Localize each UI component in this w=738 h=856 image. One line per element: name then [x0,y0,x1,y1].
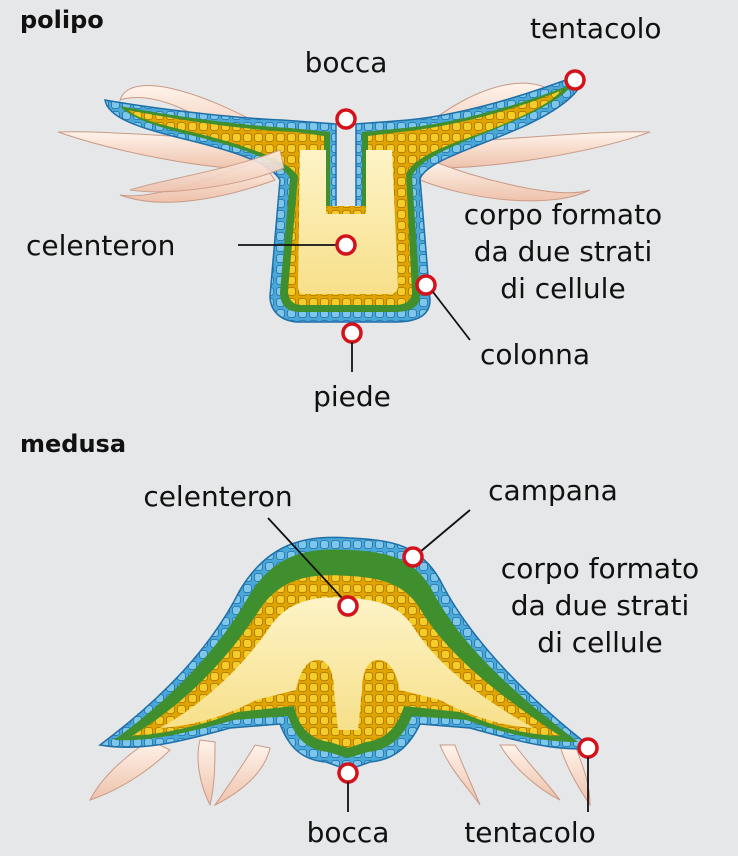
medusa-label-cavity: celenteron [143,480,292,513]
polyp-title: polipo [20,6,104,34]
medusa-tentacle-1 [90,740,170,800]
polyp-label-column: colonna [480,338,590,371]
polyp-label-mouth: bocca [305,46,388,79]
medusa-marker-cavity [339,597,357,615]
medusa-tentacle-4 [440,745,480,805]
polyp-label-body-3: di cellule [500,272,625,305]
medusa-label-body-2: da due strati [511,589,689,622]
medusa-tentacle-2 [198,740,215,805]
polyp-tentacle-back-right-3 [420,160,590,201]
medusa-label-body-1: corpo formato [501,552,699,585]
medusa-tentacle-3 [215,745,270,805]
medusa-label-mouth: bocca [307,816,390,849]
medusa-title: medusa [20,430,126,458]
medusa-label-bell: campana [488,474,618,507]
polyp-label-tentacle: tentacolo [530,12,662,45]
polyp-cavity [298,150,398,294]
polyp-label-body-2: da due strati [474,235,652,268]
medusa-label-body-3: di cellule [537,626,662,659]
polyp-label-cavity: celenteron [26,229,175,262]
medusa-label-tentacle: tentacolo [464,816,596,849]
medusa-tentacle-5 [500,745,560,800]
polyp-marker-mouth [337,110,355,128]
polyp-marker-tentacle [566,71,584,89]
medusa-marker-mouth [339,764,357,782]
medusa-leader-bell [420,510,470,552]
polyp-marker-foot [343,324,361,342]
polyp-label-body-1: corpo formato [464,198,662,231]
polyp-label-foot: piede [313,380,391,413]
medusa-marker-bell [404,548,422,566]
polyp-leader-column [433,292,470,340]
polyp-marker-column [417,276,435,294]
polyp-marker-cavity [337,236,355,254]
medusa-marker-tentacle [579,739,597,757]
